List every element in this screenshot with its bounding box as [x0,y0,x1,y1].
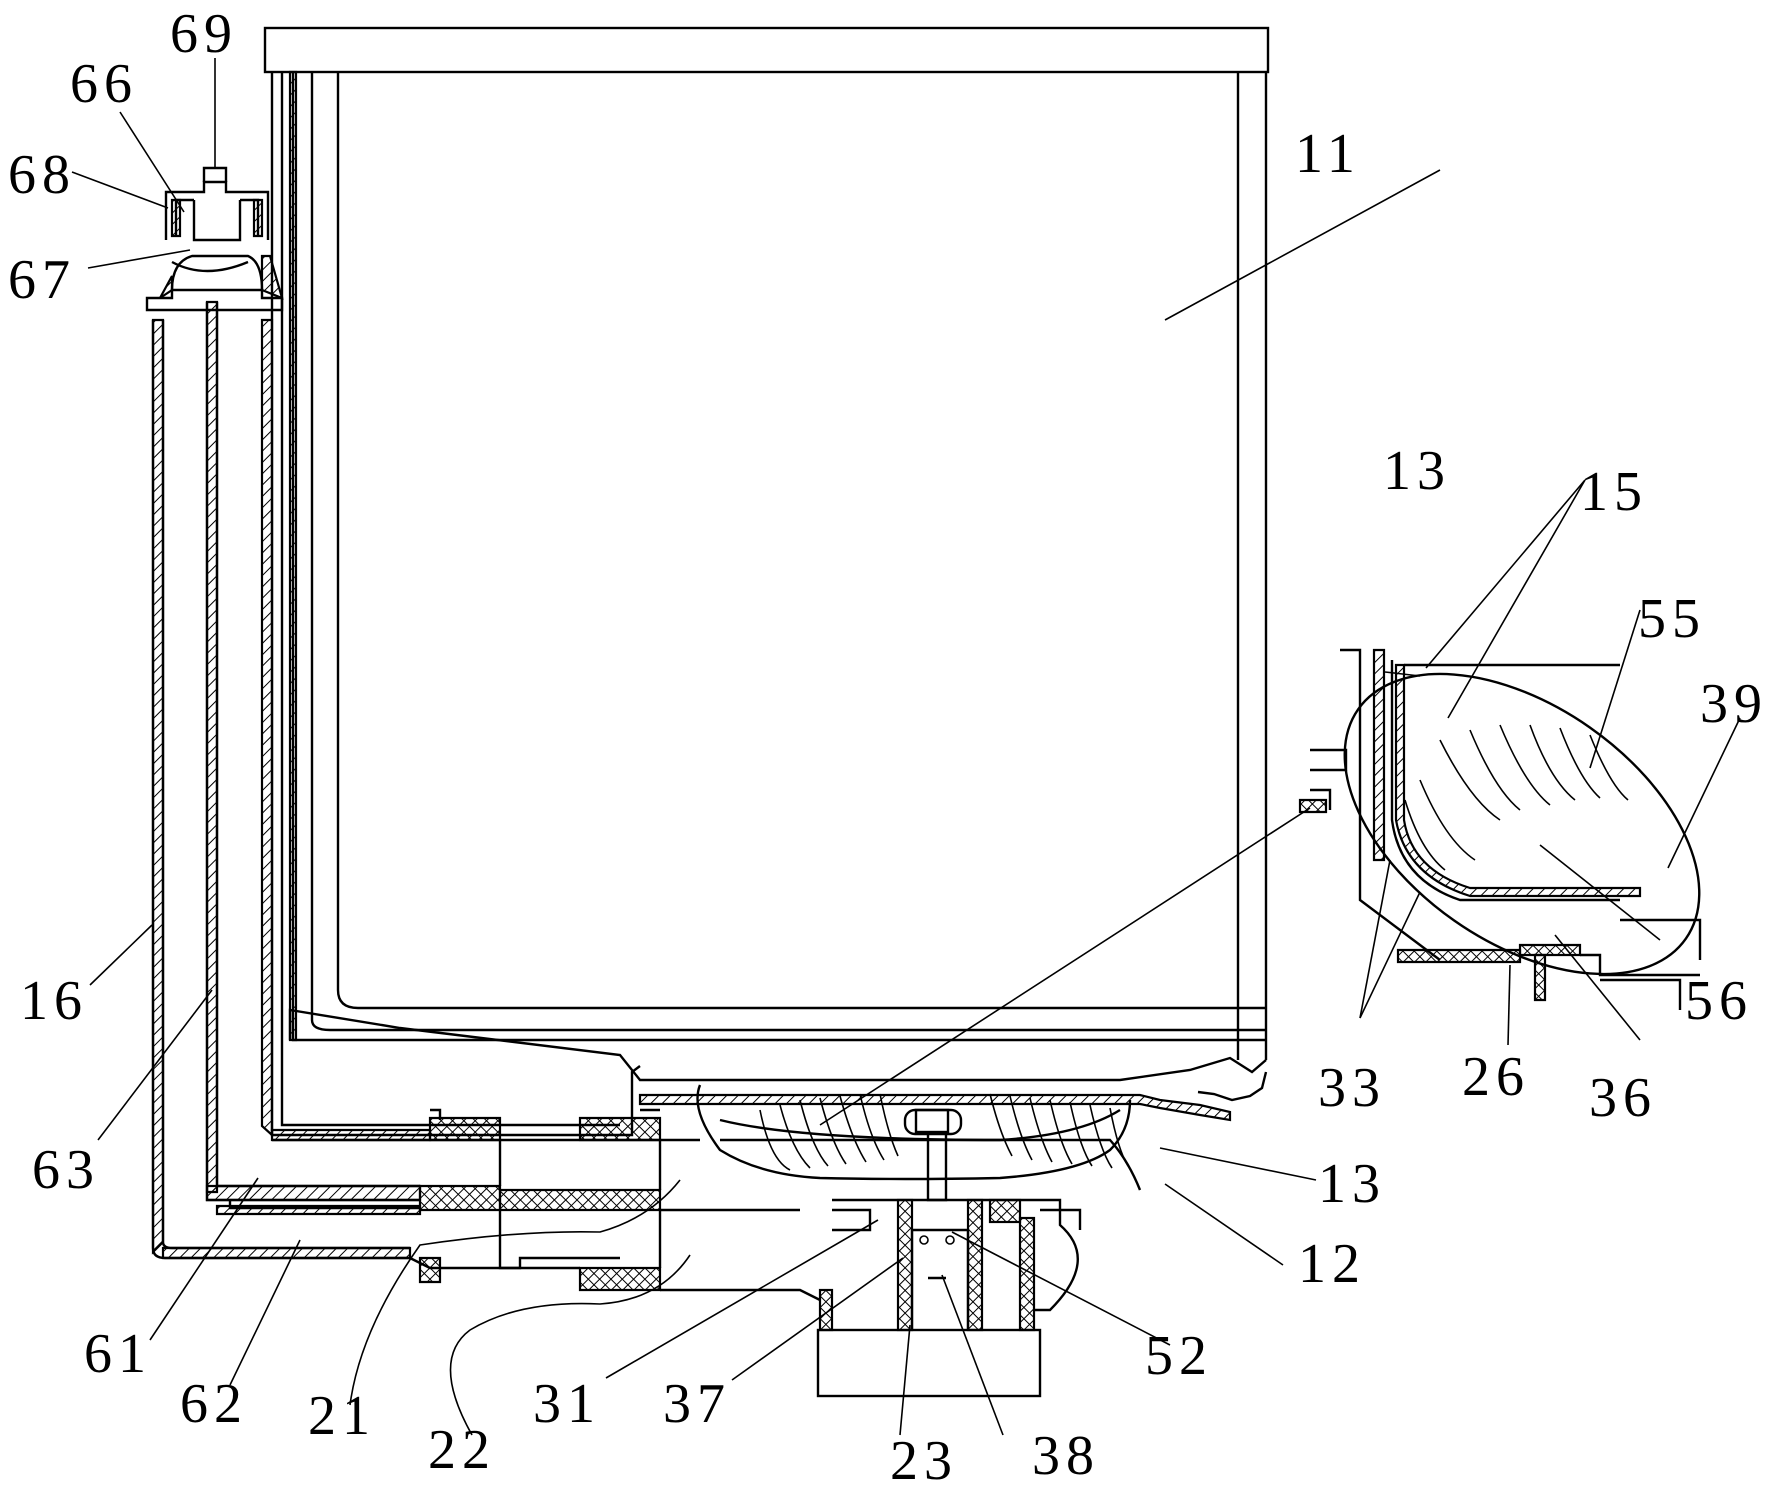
label-22: 22 [428,1419,496,1481]
label-66: 66 [70,53,138,115]
tub-11 [263,26,1270,1060]
label-15: 15 [1580,461,1648,523]
label-12: 12 [1298,1233,1366,1295]
detail-callout [1298,648,1702,1010]
label-56: 56 [1685,970,1753,1032]
label-52: 52 [1145,1325,1213,1387]
label-39: 39 [1700,673,1768,735]
label-36: 36 [1589,1067,1657,1129]
label-13-detail: 13 [1383,440,1451,502]
leader-lines [71,58,1741,1436]
label-62: 62 [180,1373,248,1435]
outer-tub-12 [270,72,1268,1191]
drain-assembly [696,1084,1132,1398]
reference-labels: 11 12 13 13 15 16 21 22 23 26 31 33 36 3… [8,3,1768,1492]
label-31: 31 [533,1373,601,1435]
label-55: 55 [1638,588,1706,650]
label-33: 33 [1318,1057,1386,1119]
label-13: 13 [1318,1153,1386,1215]
label-21: 21 [308,1385,376,1447]
pipe-assembly [151,300,821,1302]
label-61: 61 [84,1323,152,1385]
label-16: 16 [20,970,88,1032]
label-67: 67 [8,249,76,311]
label-23: 23 [890,1430,958,1492]
top-cap [145,166,284,312]
label-69: 69 [170,3,238,65]
label-38: 38 [1032,1425,1100,1487]
label-26: 26 [1462,1046,1530,1108]
label-11: 11 [1295,123,1361,185]
impeller-fins [759,1093,1129,1171]
label-37: 37 [663,1373,731,1435]
label-63: 63 [32,1139,100,1201]
label-68: 68 [8,144,76,206]
